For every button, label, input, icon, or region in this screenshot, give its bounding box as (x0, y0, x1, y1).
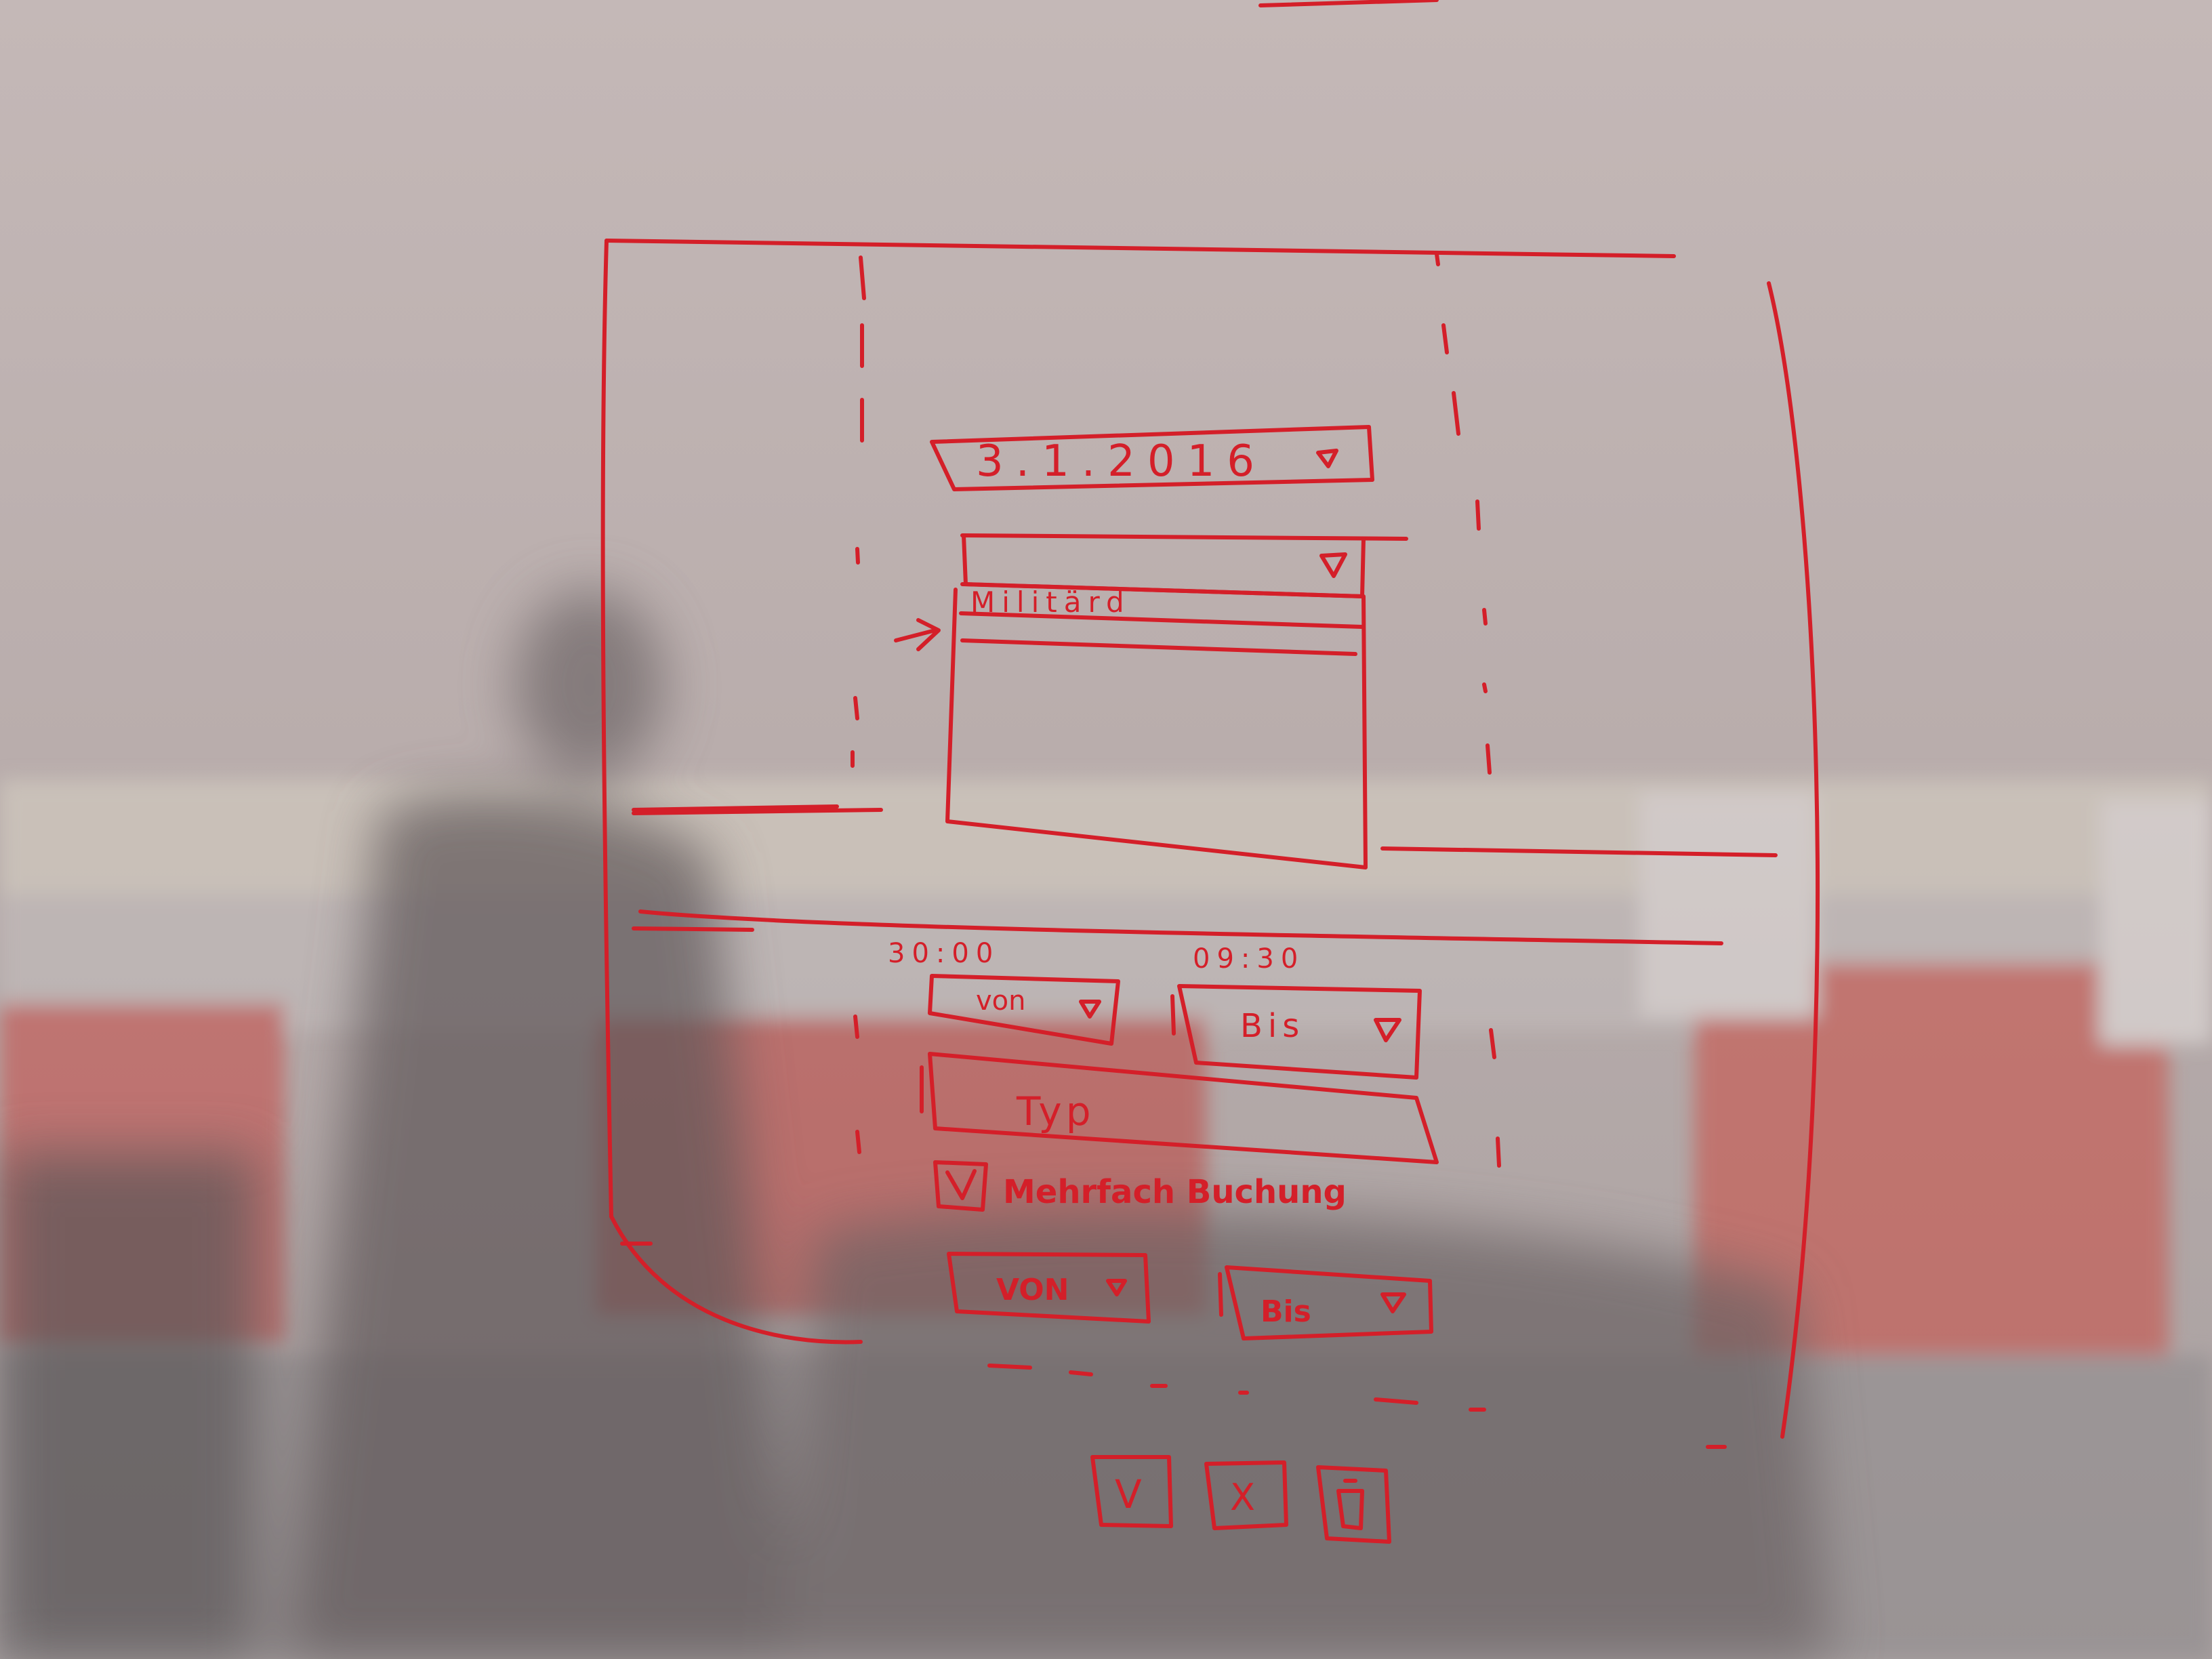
cancel-button-box (1204, 1460, 1288, 1530)
date-field-dropdown-icon (1316, 449, 1338, 468)
bis-select-label: Bis (1240, 1007, 1305, 1045)
von-select-label: von (976, 985, 1026, 1017)
delete-button-box (1316, 1465, 1391, 1544)
date-field-box (930, 425, 1374, 491)
checkbox-label: Mehrfach Buchung (1003, 1173, 1347, 1211)
sketch-drawing (600, 0, 1820, 1544)
bis-select-box (1177, 984, 1422, 1080)
bis-select-2-box (1225, 1265, 1433, 1340)
trash-icon (1336, 1479, 1364, 1530)
outer-frame-left (600, 239, 613, 1218)
confirm-button-box (1090, 1455, 1173, 1528)
type-field-label: Typ (1016, 1088, 1095, 1134)
dropdown-arrow-icon (1319, 552, 1347, 578)
dropdown-first-item: Militärd (970, 586, 1131, 619)
person-silhouette-reflection (0, 590, 1830, 1659)
outer-frame-top (605, 239, 1676, 258)
confirm-button-glyph: V (1115, 1471, 1142, 1517)
checkbox-box (933, 1160, 988, 1212)
outer-frame-right (1767, 281, 1820, 1439)
dropdown-list-box (945, 582, 1368, 869)
von-select-2-box (947, 1252, 1151, 1324)
date-field-value: 3.1.2016 (976, 436, 1267, 487)
cancel-button-glyph: X (1230, 1476, 1255, 1519)
von-select-box (928, 974, 1120, 1046)
von-select-2-label: VON (996, 1273, 1069, 1307)
end-time-label: 09:30 (1193, 943, 1305, 975)
start-time-label: 30:00 (888, 938, 1000, 969)
bis-select-2-label: Bis (1261, 1294, 1311, 1329)
type-field-box (928, 1052, 1439, 1164)
